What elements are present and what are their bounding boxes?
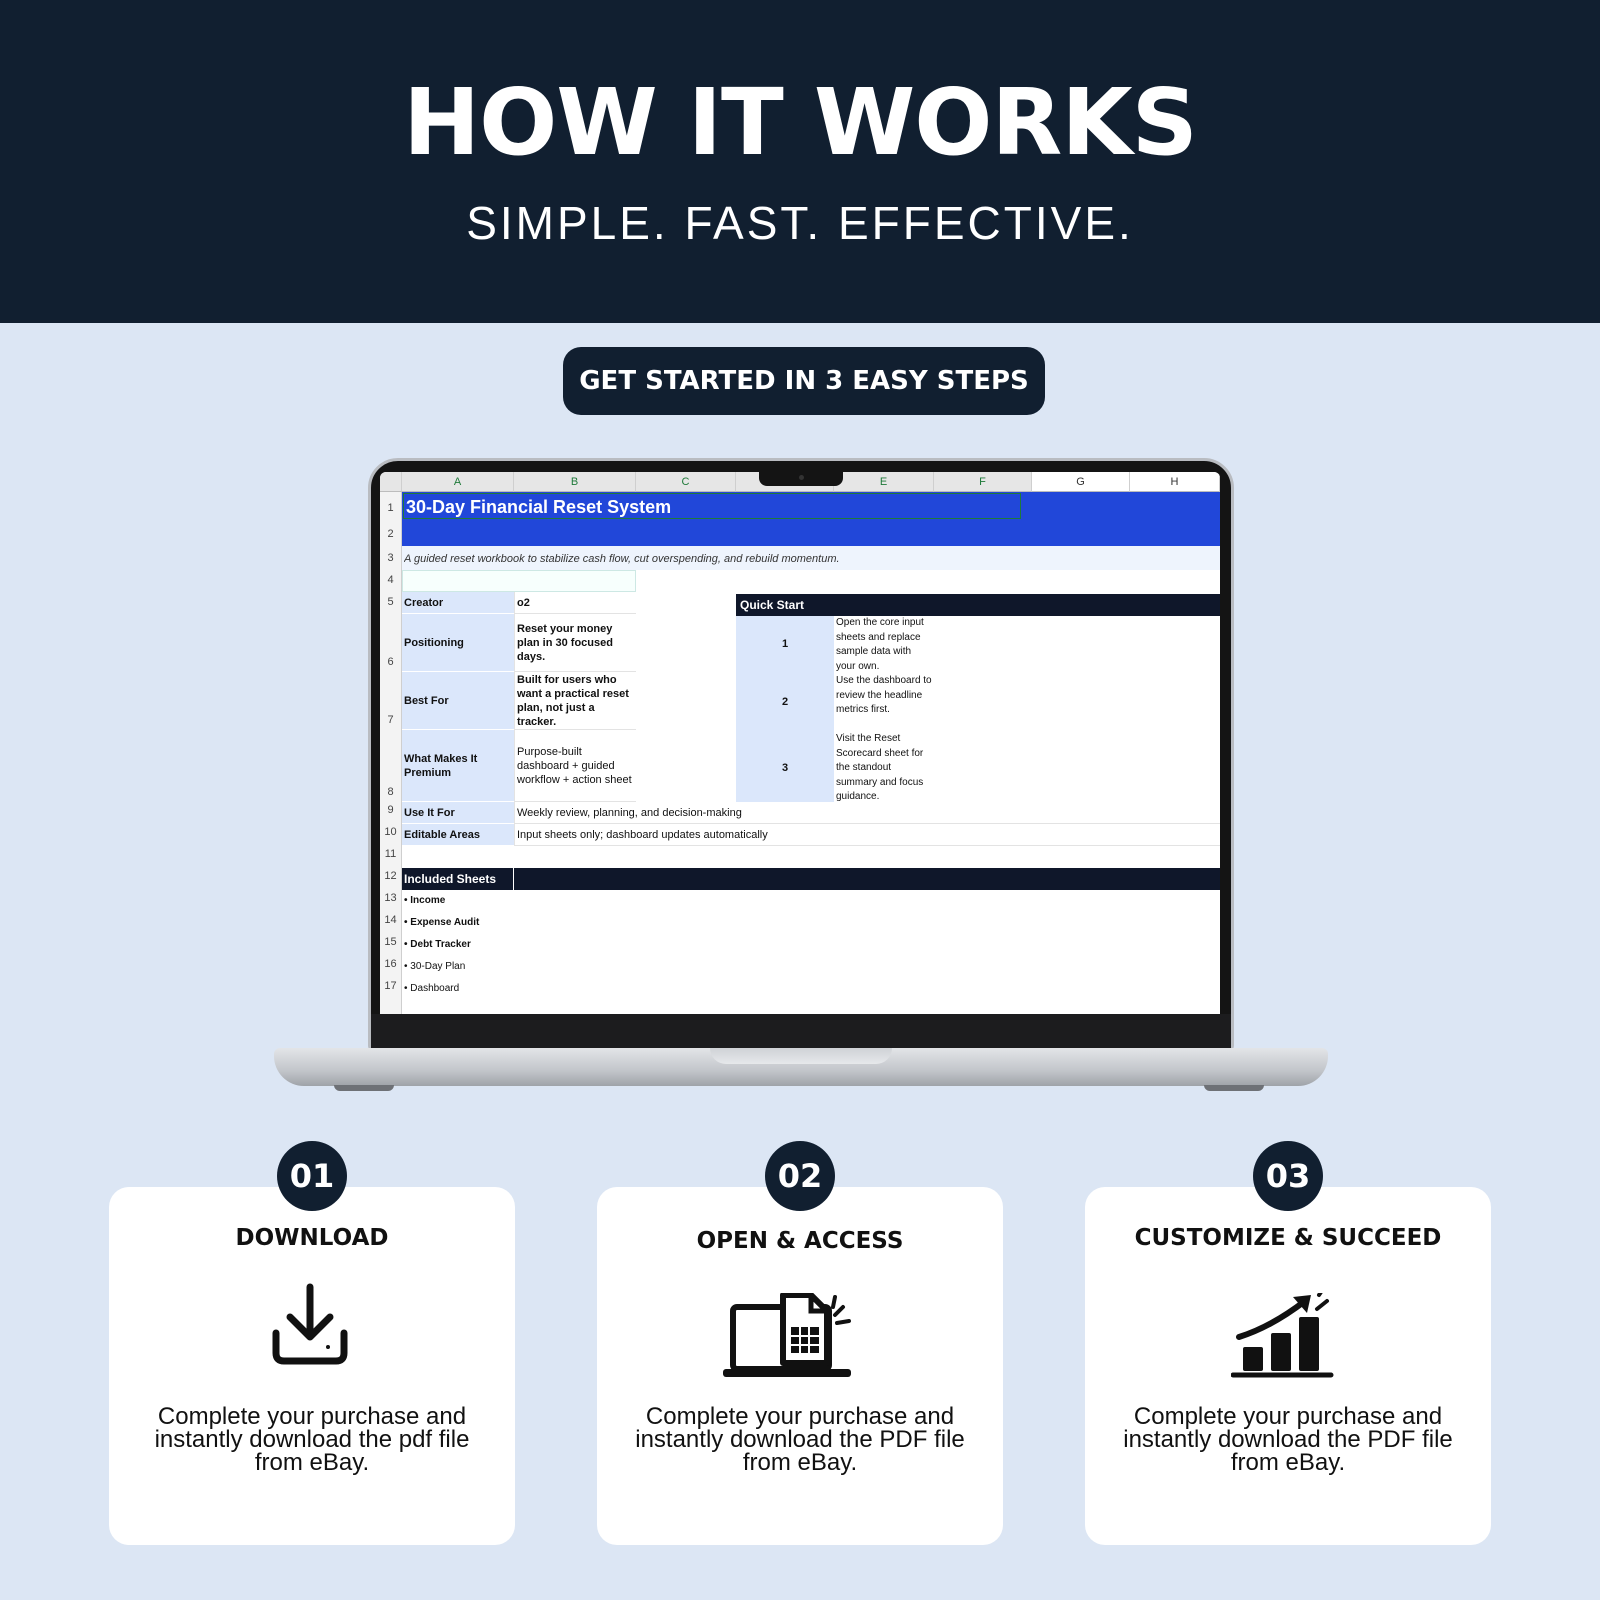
camera-dot [799, 475, 804, 480]
download-tray-icon [270, 1283, 350, 1367]
info-value-editable[interactable]: Input sheets only; dashboard updates aut… [514, 824, 1220, 846]
row-number[interactable]: 10 [380, 826, 402, 840]
row-number[interactable]: 14 [380, 914, 402, 928]
page-subtitle: SIMPLE. FAST. EFFECTIVE. [466, 197, 1134, 249]
step-description: Complete your purchase and instantly dow… [1123, 1403, 1453, 1476]
quick-start-number[interactable]: 2 [781, 696, 789, 708]
sheet-corner[interactable] [380, 472, 402, 492]
step-card-1: DOWNLOAD Complete your purchase and inst… [109, 1187, 515, 1545]
step-badge-3: 03 [1253, 1141, 1323, 1211]
laptop-foot [334, 1085, 394, 1091]
laptop-screen: A B C D E F G H 1 2 3 4 5 6 7 8 9 10 11 … [380, 472, 1220, 1014]
row-number[interactable]: 9 [380, 804, 402, 818]
quick-start-step[interactable]: Visit the Reset Scorecard sheet for the … [836, 733, 924, 802]
step-title: DOWNLOAD [235, 1225, 389, 1251]
laptop-thumb-notch [710, 1048, 892, 1064]
laptop-foot [1204, 1085, 1264, 1091]
info-label-use-for[interactable]: Use It For [402, 802, 514, 824]
included-sheets-header[interactable]: Included Sheets [402, 868, 514, 890]
sheet-title[interactable]: 30-Day Financial Reset System [406, 497, 672, 517]
get-started-button[interactable]: GET STARTED IN 3 EASY STEPS [563, 347, 1045, 415]
page-title: HOW IT WORKS [403, 69, 1198, 176]
info-value-best-for[interactable]: Built for users who want a practical res… [514, 672, 636, 730]
growth-chart-icon [1230, 1287, 1335, 1379]
description-band [402, 546, 1220, 570]
row-number[interactable]: 2 [380, 528, 402, 542]
info-label-premium[interactable]: What Makes It Premium [402, 730, 514, 802]
empty-row[interactable] [402, 570, 636, 592]
row-number[interactable]: 4 [380, 574, 402, 588]
selected-cell-outline[interactable] [403, 493, 1021, 519]
row-number[interactable]: 3 [380, 552, 402, 566]
step-badge-1: 01 [277, 1141, 347, 1211]
column-header-h[interactable]: H [1130, 472, 1220, 492]
row-number[interactable]: 16 [380, 958, 402, 972]
step-card-2: OPEN & ACCESS Complete your purchase and… [597, 1187, 1003, 1545]
step-description: Complete your purchase and instantly dow… [154, 1403, 470, 1476]
row-number[interactable]: 1 [380, 502, 402, 516]
row-number[interactable]: 5 [380, 596, 402, 610]
quick-start-number[interactable]: 3 [781, 762, 789, 774]
included-sheet-item[interactable]: • Expense Audit [404, 917, 480, 928]
info-label-editable[interactable]: Editable Areas [402, 824, 514, 846]
sheet-description[interactable]: A guided reset workbook to stabilize cas… [404, 553, 840, 565]
info-label-creator[interactable]: Creator [402, 592, 514, 614]
step-title: CUSTOMIZE & SUCCEED [1134, 1225, 1442, 1251]
row-number[interactable]: 11 [380, 848, 402, 862]
column-header-c[interactable]: C [636, 472, 736, 492]
step-description: Complete your purchase and instantly dow… [635, 1403, 965, 1476]
row-number[interactable]: 12 [380, 870, 402, 884]
column-header-e[interactable]: E [834, 472, 934, 492]
included-sheet-item[interactable]: • 30-Day Plan [404, 961, 466, 972]
included-sheet-item[interactable]: • Income [404, 895, 446, 906]
info-label-positioning[interactable]: Positioning [402, 614, 514, 672]
included-sheet-item[interactable]: • Dashboard [404, 983, 460, 994]
quick-start-number[interactable]: 1 [781, 638, 789, 650]
spreadsheet: A B C D E F G H 1 2 3 4 5 6 7 8 9 10 11 … [380, 472, 1220, 1014]
hero-banner: HOW IT WORKS SIMPLE. FAST. EFFECTIVE. [0, 0, 1600, 323]
row-number[interactable]: 13 [380, 892, 402, 906]
step-badge-2: 02 [765, 1141, 835, 1211]
column-header-f[interactable]: F [934, 472, 1032, 492]
row-number[interactable]: 7 [380, 714, 402, 728]
info-label-best-for[interactable]: Best For [402, 672, 514, 730]
column-header-a[interactable]: A [402, 472, 514, 492]
info-value-premium[interactable]: Purpose-built dashboard + guided workflo… [514, 730, 636, 802]
quick-start-step[interactable]: Open the core input sheets and replace s… [836, 617, 924, 672]
laptop-chin [371, 1014, 1231, 1048]
included-header-band [402, 868, 1220, 890]
row-number[interactable]: 17 [380, 980, 402, 994]
sheet-title-band [402, 492, 1220, 546]
column-header-b[interactable]: B [514, 472, 636, 492]
quick-start-number-column [736, 616, 834, 802]
quick-start-step[interactable]: Use the dashboard to review the headline… [836, 675, 932, 715]
column-header-g[interactable]: G [1032, 472, 1130, 492]
row-number[interactable]: 15 [380, 936, 402, 950]
info-value-positioning[interactable]: Reset your money plan in 30 focused days… [514, 614, 636, 672]
laptop-spreadsheet-icon [721, 1292, 863, 1383]
step-card-3: CUSTOMIZE & SUCCEED Complete your purcha… [1085, 1187, 1491, 1545]
row-number[interactable]: 8 [380, 786, 402, 800]
step-title: OPEN & ACCESS [696, 1228, 904, 1254]
info-value-use-for[interactable]: Weekly review, planning, and decision-ma… [514, 802, 1220, 824]
quick-start-header[interactable]: Quick Start [736, 594, 1220, 616]
info-value-creator[interactable]: o2 [514, 592, 636, 614]
included-sheet-item[interactable]: • Debt Tracker [404, 939, 471, 950]
row-number[interactable]: 6 [380, 656, 402, 670]
